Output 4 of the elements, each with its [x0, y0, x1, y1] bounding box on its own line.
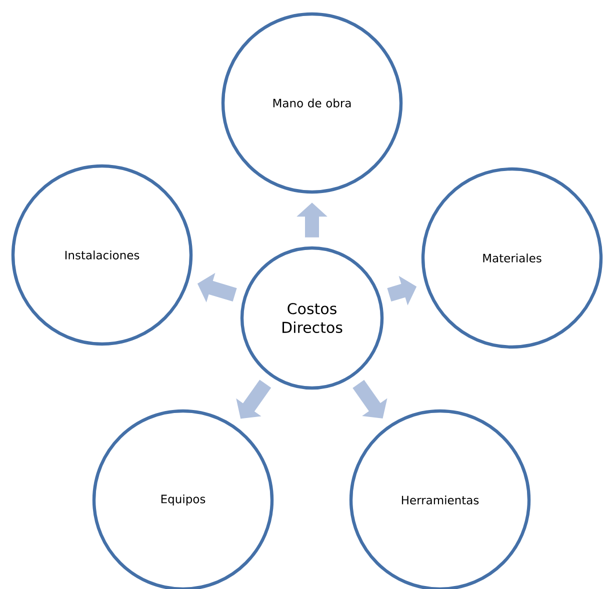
circle-node: Costos Directos [240, 246, 384, 390]
circle-node: Mano de obra [221, 12, 403, 194]
circle-node: Materiales [421, 167, 603, 349]
circle-node: Instalaciones [11, 164, 193, 346]
